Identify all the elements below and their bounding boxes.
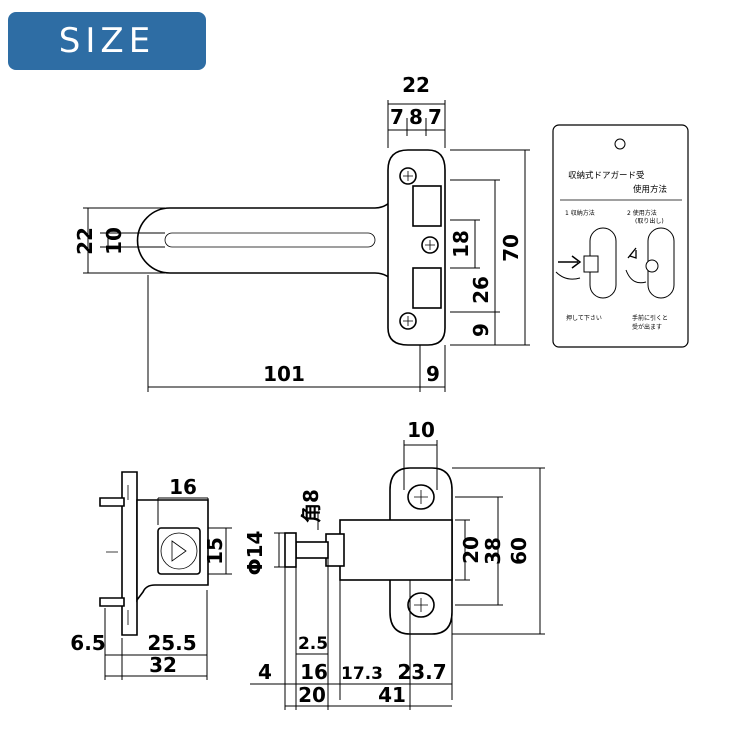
instruction-card: 収納式ドアガード受 使用方法 1 収納方法 2 使用方法 (取り出し) 押して下… (552, 124, 689, 348)
dim-knob-height: 15 (203, 537, 227, 565)
card-step1-caption: 押して下さい (566, 314, 602, 322)
dim-plate-width: 9 (426, 362, 440, 386)
dim-overall-width: 22 (402, 73, 430, 97)
top-view: 22 7 8 7 22 10 18 70 26 9 101 9 (73, 73, 530, 392)
dim-side-depth: 25.5 (147, 631, 196, 655)
card-step2-note: (取り出し) (635, 217, 664, 225)
hinge-block-top (412, 185, 442, 227)
front-view: 10 角8 Φ14 20 38 60 2.5 4 16 17.3 23.7 20… (243, 418, 545, 710)
arm-slot (164, 232, 376, 248)
hinge-block-bottom (412, 267, 442, 309)
dim-total-height: 70 (499, 234, 523, 262)
card-step1-label: 1 収納方法 (565, 209, 595, 217)
card-subtitle: 使用方法 (633, 184, 667, 195)
dim-knob-width: 16 (169, 475, 197, 499)
dim-bottom-left: 20 (298, 683, 326, 707)
front-body (339, 519, 453, 581)
side-knob (157, 527, 201, 575)
card-step2-label: 2 使用方法 (627, 209, 657, 217)
front-knob (284, 532, 297, 568)
dim-length: 101 (263, 362, 305, 386)
dim-bottom-right: 41 (378, 683, 406, 707)
dim-seg-a: 7 (390, 105, 404, 129)
dim-seg-b: 8 (409, 105, 423, 129)
dim-arm-inner: 10 (102, 227, 126, 255)
dim-seg-c: 7 (428, 105, 442, 129)
dim-square: 角8 (299, 489, 323, 523)
dim-front-height: 60 (507, 537, 531, 565)
dim-diameter: Φ14 (243, 531, 267, 576)
dim-collar: 2.5 (298, 634, 328, 654)
dim-body: 23.7 (397, 660, 446, 684)
front-shaft (295, 541, 329, 559)
size-badge-label: SIZE (58, 21, 156, 61)
dim-arm-outer: 22 (73, 227, 97, 255)
dim-top-width: 10 (407, 418, 435, 442)
dim-side-total: 32 (149, 653, 177, 677)
dim-hole-pitch: 38 (481, 537, 505, 565)
dim-center-height: 18 (449, 230, 473, 258)
card-title: 収納式ドアガード受 (568, 170, 645, 181)
size-badge: SIZE (8, 12, 206, 70)
side-plate (121, 471, 138, 636)
step1-illustration (555, 227, 617, 299)
dim-offset: 17.3 (341, 664, 383, 684)
dim-shaft: 16 (300, 660, 328, 684)
dim-pitch: 26 (469, 276, 493, 304)
guard-arm (136, 187, 399, 293)
step2-illustration (625, 227, 675, 299)
card-step2-caption-2: 受が出ます (632, 323, 662, 331)
card-step2-caption-1: 手前に引くと (632, 314, 668, 322)
dim-slot: 20 (459, 536, 483, 564)
dim-side-offset: 6.5 (70, 631, 105, 655)
dim-bottom-offset: 9 (469, 323, 493, 337)
side-view: 16 15 6.5 25.5 32 (70, 471, 232, 680)
dim-gap: 4 (258, 660, 272, 684)
